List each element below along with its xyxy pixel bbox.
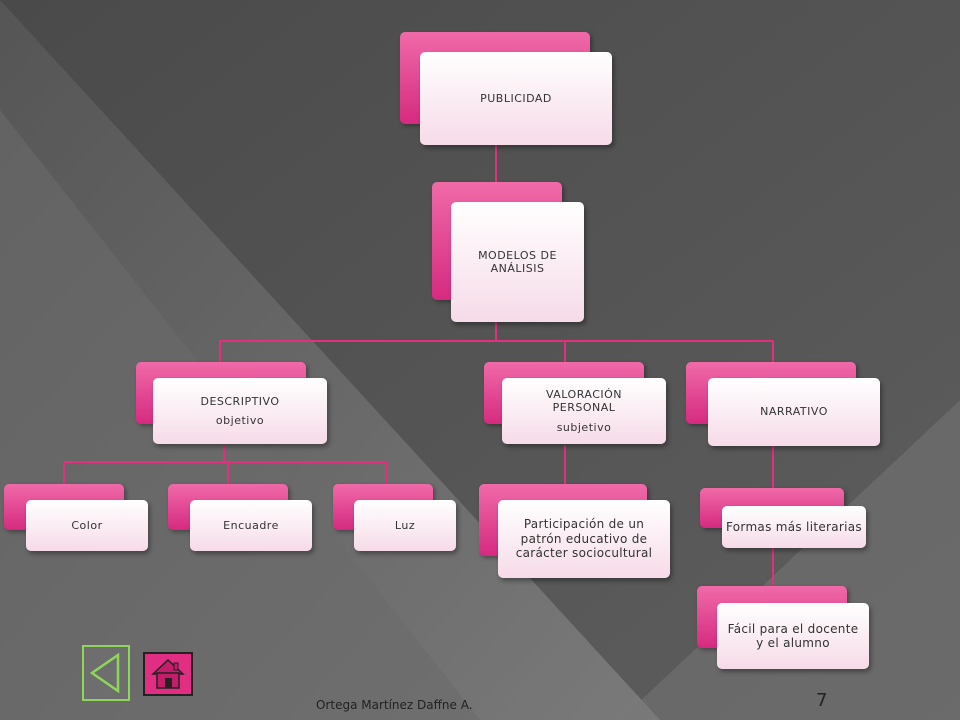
node-participacion-label: Participación de un patrón educativo de … <box>515 517 653 561</box>
node-modelos-label: MODELOS DE ANÁLISIS <box>478 248 557 275</box>
home-icon <box>151 658 185 689</box>
node-descriptivo-sublabel: objetivo <box>215 414 265 427</box>
node-formas-label: Formas más literarias <box>726 519 862 534</box>
node-publicidad-label: PUBLICIDAD <box>480 91 552 105</box>
triangle-left-icon <box>89 652 120 694</box>
node-valoracion-label: VALORACIÓN PERSONAL <box>545 388 623 415</box>
node-encuadre-label: Encuadre <box>223 518 279 532</box>
node-color-label: Color <box>71 518 103 532</box>
node-descriptivo-label: DESCRIPTIVO <box>200 394 280 408</box>
back-button[interactable] <box>82 645 130 701</box>
author-footer: Ortega Martínez Daffne A. <box>316 698 473 712</box>
node-facil-label: Fácil para el docente y el alumno <box>727 621 859 650</box>
node-luz-label: Luz <box>394 518 416 532</box>
home-button[interactable] <box>143 652 193 696</box>
page-number: 7 <box>816 690 828 711</box>
node-valoracion-sublabel: subjetivo <box>556 420 612 434</box>
node-narrativo-label: NARRATIVO <box>760 405 828 419</box>
